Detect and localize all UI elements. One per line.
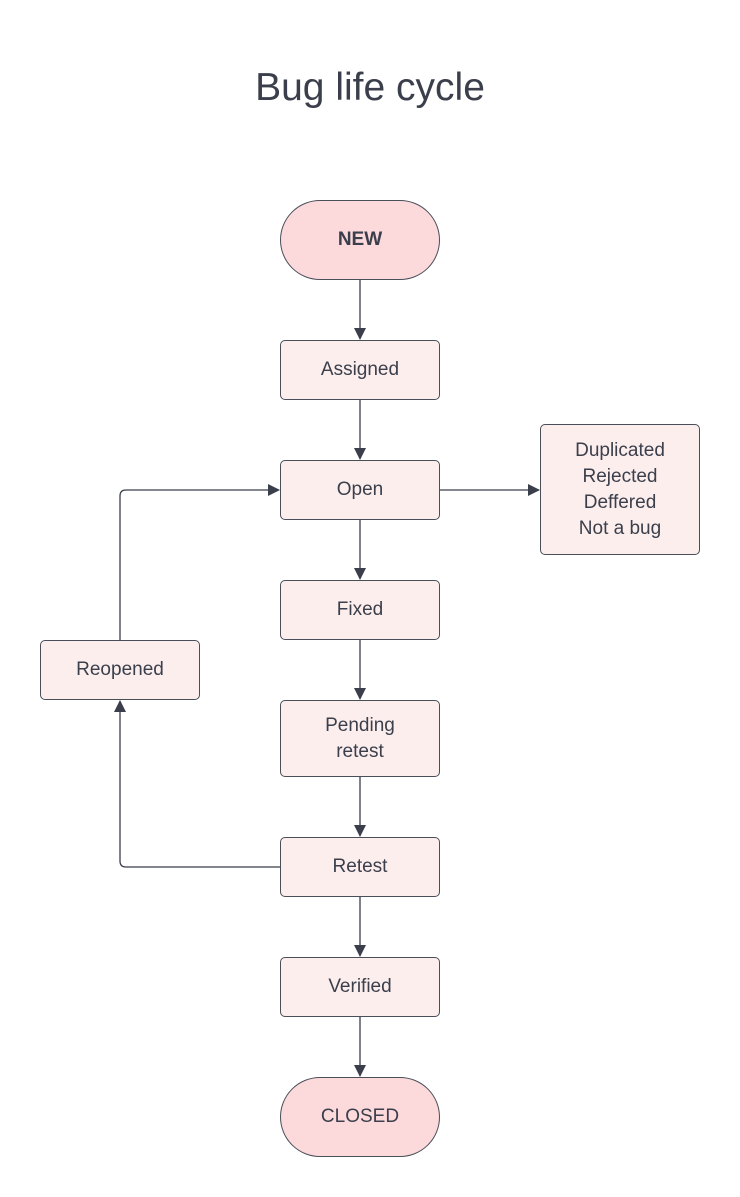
edge-reopened-open [119,484,280,640]
side-state-duplicated: Duplicated [575,439,665,461]
node-retest-label: Retest [332,856,388,877]
side-state-not-a-bug: Not a bug [578,517,662,539]
node-reopened: Reopened [40,640,200,700]
node-closed-label: CLOSED [320,1106,400,1127]
node-reopened-label: Reopened [76,659,164,680]
node-open: Open [280,460,440,520]
side-state-rejected: Rejected [582,465,658,487]
node-pending-retest-line1: Pending [325,714,395,736]
node-open-label: Open [336,479,384,500]
node-pending-retest: Pending retest [280,700,440,777]
node-fixed: Fixed [280,580,440,640]
diagram-title: Bug life cycle [255,66,485,109]
node-retest: Retest [280,837,440,897]
node-fixed-label: Fixed [336,599,384,620]
node-verified: Verified [280,957,440,1017]
node-side-states: Duplicated Rejected Deffered Not a bug [540,424,700,555]
node-new-label: NEW [337,229,383,250]
node-pending-retest-line2: retest [336,740,384,762]
node-assigned-label: Assigned [320,359,400,380]
node-verified-label: Verified [328,976,392,997]
edge-retest-reopened [114,700,280,868]
node-new: NEW [280,200,440,280]
side-state-deffered: Deffered [583,491,657,513]
node-assigned: Assigned [280,340,440,400]
node-closed: CLOSED [280,1077,440,1157]
